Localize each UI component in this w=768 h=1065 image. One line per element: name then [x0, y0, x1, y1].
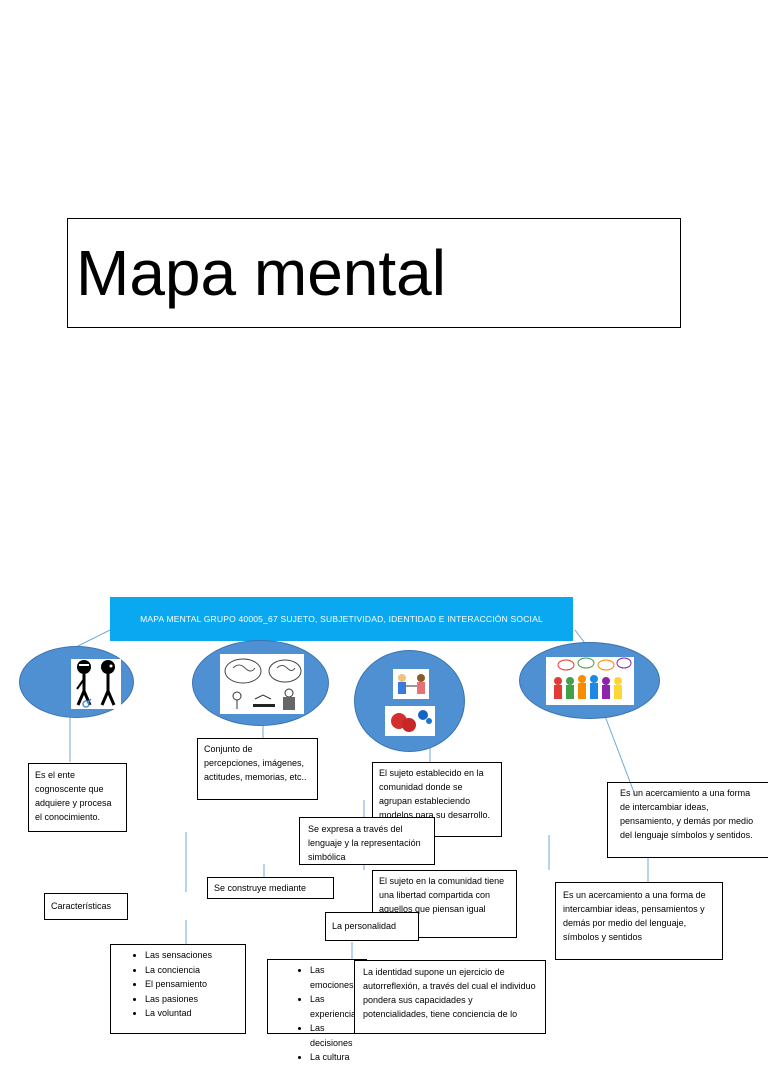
interaccion-floating-text: Es un acercamiento a una forma de interc…: [620, 788, 754, 840]
identidad-reflexion-box: La identidad supone un ejercicio de auto…: [354, 960, 546, 1034]
social-group-icon: [546, 657, 634, 705]
banner-title: MAPA MENTAL GRUPO 40005_67 SUJETO, SUBJE…: [110, 597, 573, 641]
ellipse-identidad: [354, 650, 465, 752]
caracteristicas-list: Las sensaciones La conciencia El pensami…: [110, 944, 246, 1034]
subjetividad-definition-box: Conjunto de percepciones, imágenes, acti…: [197, 738, 318, 800]
identidad-libertad-box: El sujeto en la comunidad tiene una libe…: [372, 870, 517, 938]
ellipse-sujeto: [19, 646, 134, 718]
people-interacting-icon: [385, 669, 435, 736]
se-expresa-box: Se expresa a través del lenguaje y la re…: [299, 817, 435, 865]
list-item: La voluntad: [145, 1006, 245, 1021]
list-item: La conciencia: [145, 963, 245, 978]
interaccion-outline-box: [607, 782, 768, 858]
title-box: Mapa mental: [67, 218, 681, 328]
ellipse-subjetividad: [192, 640, 329, 726]
list-item: Las pasiones: [145, 992, 245, 1007]
list-item: Las emociones: [310, 963, 366, 992]
stick-figures-icon: [71, 659, 121, 709]
page-title: Mapa mental: [76, 237, 446, 309]
se-construye-box: Se construye mediante: [207, 877, 334, 899]
sujeto-definition-box: Es el ente cognoscente que adquiere y pr…: [28, 763, 127, 832]
interaccion-definition-box: Es un acercamiento a una forma de interc…: [555, 882, 723, 960]
caracteristicas-box: Características: [44, 893, 128, 920]
ellipse-interaccion: [519, 642, 660, 719]
list-item: La cultura: [310, 1050, 366, 1065]
personalidad-box: La personalidad: [325, 912, 419, 941]
list-item: Las sensaciones: [145, 948, 245, 963]
list-item: El pensamiento: [145, 977, 245, 992]
construye-list: Las emociones Las experiencias Las decis…: [267, 959, 367, 1062]
list-item: Las experiencias: [310, 992, 366, 1021]
thinking-people-icon: [220, 654, 304, 714]
